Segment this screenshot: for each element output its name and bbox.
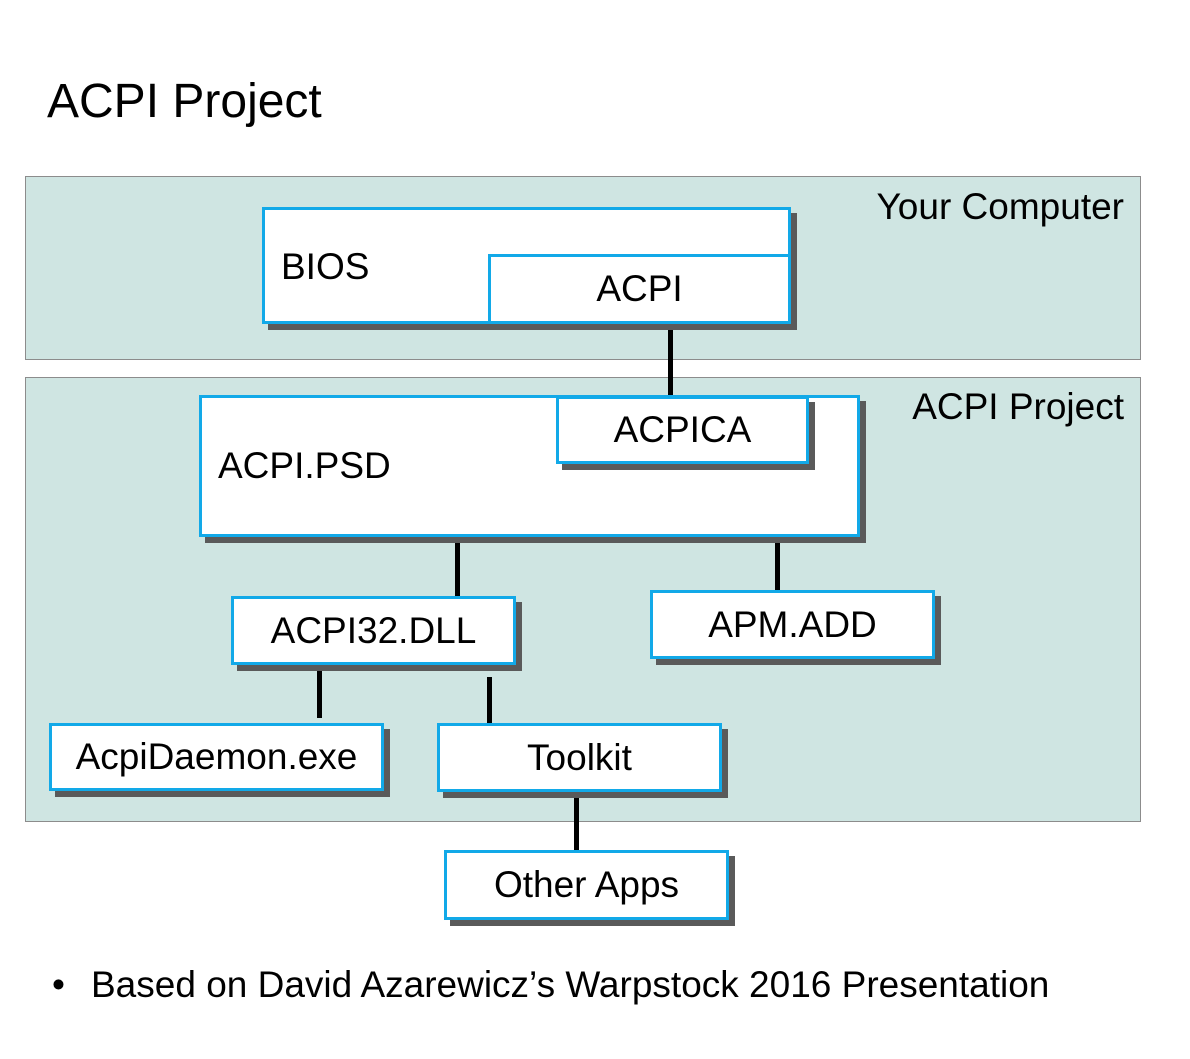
node-acpi32-dll-label: ACPI32.DLL: [270, 609, 477, 651]
node-acpica-label: ACPICA: [613, 409, 752, 450]
node-apm-add-label: APM.ADD: [708, 603, 877, 645]
node-acpi-psd-label: ACPI.PSD: [218, 445, 391, 486]
node-acpi: ACPI: [488, 254, 791, 324]
edge-acpi32dll-acpidaemon: [317, 669, 322, 718]
bullet-icon: •: [52, 964, 65, 1005]
node-acpica: ACPICA: [556, 396, 809, 464]
node-acpidaemon: AcpiDaemon.exe: [49, 723, 384, 791]
node-bios-label: BIOS: [281, 246, 370, 287]
node-acpidaemon-label: AcpiDaemon.exe: [75, 736, 358, 777]
node-toolkit-label: Toolkit: [527, 736, 632, 778]
page-title: ACPI Project: [47, 75, 322, 128]
edge-acpi-acpica: [668, 323, 673, 396]
edge-toolkit-otherapps: [574, 798, 579, 850]
edge-acpi32dll-toolkit: [487, 677, 492, 723]
region-label-acpi-project: ACPI Project: [912, 386, 1124, 427]
node-apm-add: APM.ADD: [650, 590, 935, 659]
node-acpi-label: ACPI: [596, 268, 683, 309]
node-other-apps: Other Apps: [444, 850, 729, 920]
node-toolkit: Toolkit: [437, 723, 722, 792]
region-label-your-computer: Your Computer: [876, 186, 1125, 227]
node-acpi32-dll: ACPI32.DLL: [231, 596, 516, 665]
edge-acpipsd-apmadd: [775, 542, 780, 591]
footnote: • Based on David Azarewicz’s Warpstock 2…: [52, 963, 1049, 1007]
footnote-text: Based on David Azarewicz’s Warpstock 201…: [91, 964, 1050, 1005]
edge-acpipsd-acpi32dll: [455, 537, 460, 596]
node-other-apps-label: Other Apps: [493, 864, 680, 905]
